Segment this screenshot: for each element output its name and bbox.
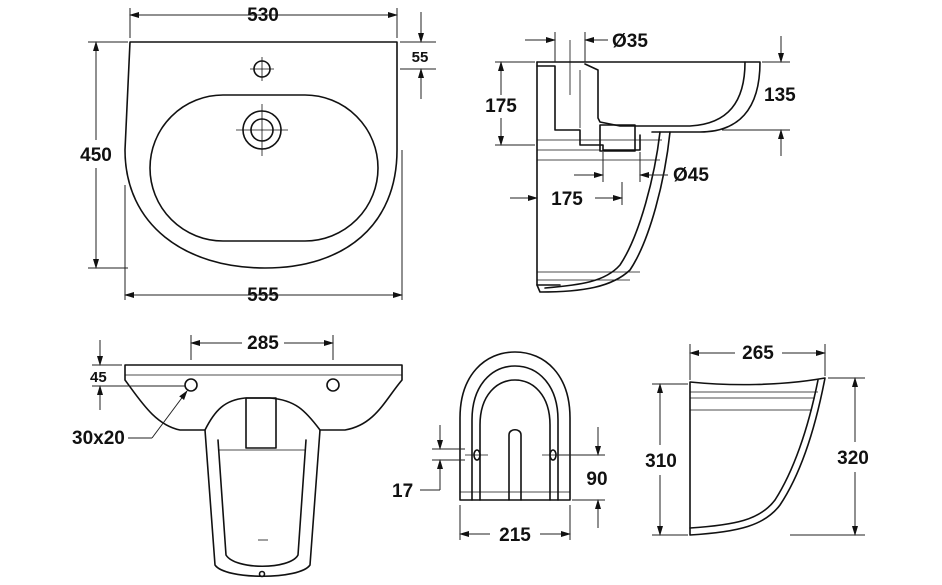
dim-tap-hole: Ø35 — [525, 31, 648, 62]
dim-fixing-centres: 285 — [190, 333, 334, 360]
dim-label-285: 285 — [247, 333, 279, 354]
pedestal-side — [689, 377, 826, 536]
front-elevation — [124, 364, 403, 578]
dim-pedestal-width: 215 — [459, 505, 571, 546]
dim-label-30x20: 30x20 — [72, 428, 125, 449]
dim-label-135: 135 — [764, 85, 796, 106]
dim-label-dia35: Ø35 — [612, 31, 648, 52]
dim-pedestal-depth: 265 — [689, 343, 826, 380]
dim-label-320: 320 — [837, 448, 869, 469]
dim-label-55: 55 — [412, 49, 429, 66]
dim-label-530: 530 — [247, 5, 279, 26]
dim-tap-offset: 55 — [400, 12, 436, 99]
dim-label-17: 17 — [392, 481, 413, 502]
dim-label-310: 310 — [645, 451, 677, 472]
dim-waste-offset: 175 — [510, 182, 623, 210]
dim-label-dia45: Ø45 — [673, 165, 709, 186]
dim-fixing-slot: 30x20 — [72, 390, 188, 449]
dim-bowl-depth: 135 — [722, 36, 796, 156]
plan-view — [124, 41, 398, 269]
dim-label-215: 215 — [499, 525, 531, 546]
side-section-view — [536, 40, 761, 293]
dim-label-45: 45 — [90, 369, 107, 386]
dim-pedestal-height-outer: 320 — [790, 377, 869, 536]
dim-fixing-height: 45 — [90, 340, 185, 410]
dim-label-555: 555 — [247, 285, 279, 306]
dim-label-90: 90 — [586, 469, 607, 490]
dim-overall-width: 555 — [124, 150, 403, 306]
pedestal-front — [459, 351, 571, 501]
dim-pedestal-fix-height: 17 — [392, 425, 465, 502]
dim-label-175-offset: 175 — [551, 189, 583, 210]
dim-pedestal-fix-offset: 90 — [558, 427, 608, 528]
dim-pedestal-height-inner: 310 — [645, 383, 688, 536]
dim-front-height: 175 — [485, 61, 535, 146]
dim-waste-dia: Ø45 — [574, 152, 709, 186]
dim-depth: 450 — [80, 41, 128, 269]
dim-label-265: 265 — [742, 343, 774, 364]
dim-label-175-height: 175 — [485, 96, 517, 117]
dim-top-width: 530 — [129, 5, 398, 38]
dim-label-450: 450 — [80, 145, 112, 166]
